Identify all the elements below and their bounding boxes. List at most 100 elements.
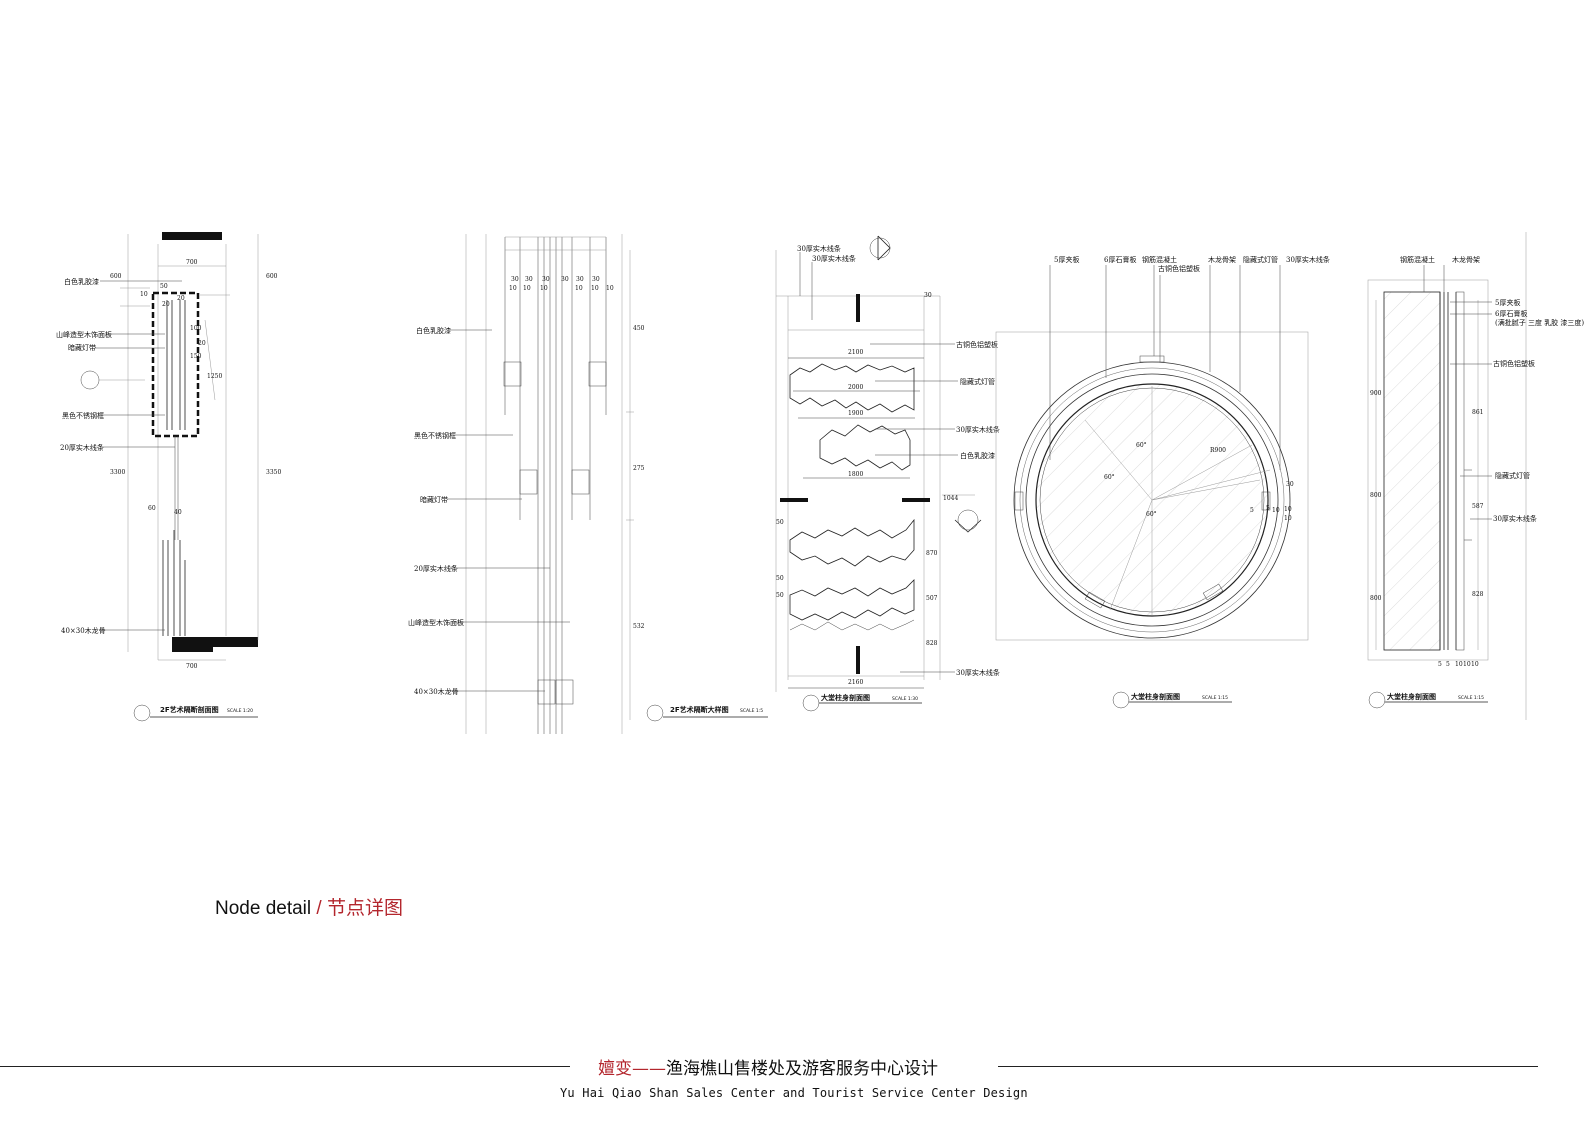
footer-subtitle: Yu Hai Qiao Shan Sales Center and Touris… [560,1086,1028,1100]
d4-label-3: 古铜色铝塑板 [1158,264,1200,273]
d4-dim-0: 60° [1136,442,1147,449]
d4-label-1: 6厚石膏板 [1104,255,1136,264]
d1-label-4: 20厚实木线条 [60,443,104,452]
d5-dim-8: 10 [1455,661,1463,668]
d5-dim-0: 900 [1370,390,1382,397]
drawing-column-elevation: 30厚实木线条 30厚实木线条 古铜色铝塑板 隐藏式灯管 30厚实木线条 白色乳… [775,235,1000,712]
d2-scale: SCALE 1:5 [740,708,763,714]
d5-label-2: 5厚夹板 [1495,298,1520,307]
d2-label-5: 40×30木龙骨 [414,687,459,696]
d3-title: 大堂柱身剖面图 [821,693,870,702]
d2-dim-3: 30 [561,276,569,283]
d4-dim-4: 30 [1286,481,1294,488]
d4-dim-7: 10 [1272,507,1280,514]
d2-dim-2: 30 [542,276,550,283]
d2-dim-7: 10 [523,285,531,292]
d1-dim-15: 700 [186,663,198,670]
d5-label-4: (满批腻子 三度 乳胶 漆三度) [1495,318,1584,327]
footer-rule-left [0,1066,570,1067]
d2-dim-6: 10 [509,285,517,292]
d2-dim-10: 10 [591,285,599,292]
d5-label-6: 隐藏式灯管 [1495,471,1530,480]
d4-dim-9: 10 [1284,515,1292,522]
d3-label-6: 30厚实木线条 [956,668,1000,677]
d5-scale: SCALE 1:15 [1458,695,1484,701]
section-mark-bottom [856,646,860,674]
d5-dim-2: 800 [1370,595,1382,602]
d4-label-6: 30厚实木线条 [1286,255,1330,264]
d2-dim-13: 275 [633,465,645,472]
d3-label-0: 30厚实木线条 [797,244,841,253]
d3-label-2: 古铜色铝塑板 [956,340,998,349]
d5-dim-3: 861 [1472,409,1483,416]
footer-rule-right [998,1066,1538,1067]
d1-title: 2F艺术隔断剖面图 [160,705,219,714]
d3-dim-5: 50 [776,519,784,526]
d4-label-2: 钢筋混凝土 [1142,255,1177,264]
d3-dim-7: 50 [776,592,784,599]
d2-label-2: 暗藏灯带 [420,495,448,504]
d1-dim-13: 600 [110,273,122,280]
d3-dim-11: 1044 [943,495,958,502]
d1-label-5: 40×30木龙骨 [61,626,106,635]
d1-dim-14: 600 [266,273,278,280]
footer-project-title: 渔海樵山售楼处及游客服务中心设计 [666,1059,938,1079]
d5-dim-5: 828 [1472,591,1484,598]
d5-label-0: 钢筋混凝土 [1400,255,1435,264]
caption-chinese: 节点详图 [326,898,403,919]
d1-dim-5: 100 [190,325,202,332]
d2-dim-14: 532 [633,623,645,630]
d5-leaders [1423,265,1492,520]
d2-leaders [448,329,570,692]
d1-scale: SCALE 1:20 [227,708,253,714]
footer-brand: 嬗变 [598,1059,632,1079]
d4-label-5: 隐藏式灯管 [1243,255,1278,264]
d1-leaders [95,280,182,631]
d1-dim-8: 1250 [207,373,222,380]
d3-dim-10: 828 [926,640,938,647]
d5-label-7: 30厚实木线条 [1493,514,1537,523]
d1-dim-2: 20 [177,295,185,302]
d4-dim-6: 5 [1266,505,1270,512]
drawing-partition-section: 白色乳胶漆 山峰造型木饰面板 暗藏灯带 黑色不锈钢框 20厚实木线条 40×30… [56,232,281,722]
d3-label-3: 隐藏式灯管 [960,377,995,386]
d4-dim-8: 10 [1284,506,1292,513]
caption-english: Node detail [215,898,312,919]
d1-dim-7: 150 [190,353,202,360]
d2-dim-1: 30 [525,276,533,283]
d4-dim-3: R900 [1210,447,1226,454]
drawing-column-wall-section: 钢筋混凝土 木龙骨架 5厚夹板 6厚石膏板 (满批腻子 三度 乳胶 漆三度) 古… [1367,232,1584,720]
d3-dim-3: 1900 [848,410,863,417]
d4-dim-2: 60° [1146,511,1157,518]
d1-dim-11: 3300 [110,469,125,476]
d4-title: 大堂柱身剖面图 [1131,692,1180,701]
d2-title: 2F艺术隔断大样图 [670,705,729,714]
d3-dim-1: 2100 [848,349,863,356]
d4-dim-1: 60° [1104,474,1115,481]
d1-dim-6: 20 [198,340,206,347]
d5-dim-4: 587 [1472,503,1484,510]
slab-bottom [172,637,258,652]
d1-dim-4: 20 [162,301,170,308]
d5-label-1: 木龙骨架 [1452,255,1480,264]
d3-label-4: 30厚实木线条 [956,425,1000,434]
d3-label-1: 30厚实木线条 [812,254,856,263]
d3-label-5: 白色乳胶漆 [960,451,995,460]
d5-title: 大堂柱身剖面图 [1387,692,1436,701]
d2-dim-12: 450 [633,325,645,332]
d3-leaders [799,252,958,673]
d5-label-3: 6厚石膏板 [1495,309,1527,318]
d3-dim-6: 50 [776,575,784,582]
footer-dash: —— [632,1059,666,1079]
d3-dim-8: 870 [926,550,938,557]
footer-title: 嬗变——渔海樵山售楼处及游客服务中心设计 [598,1054,938,1079]
d1-dim-10: 40 [174,509,182,516]
d4-label-4: 木龙骨架 [1208,255,1236,264]
d1-label-2: 暗藏灯带 [68,343,96,352]
d1-label-3: 黑色不锈钢框 [62,411,104,420]
d5-dim-9: 10 [1463,661,1471,668]
d3-dim-9: 507 [926,595,938,602]
d5-dim-1: 800 [1370,492,1382,499]
d1-dim-0: 700 [186,259,198,266]
d3-dim-2: 2000 [848,384,863,391]
